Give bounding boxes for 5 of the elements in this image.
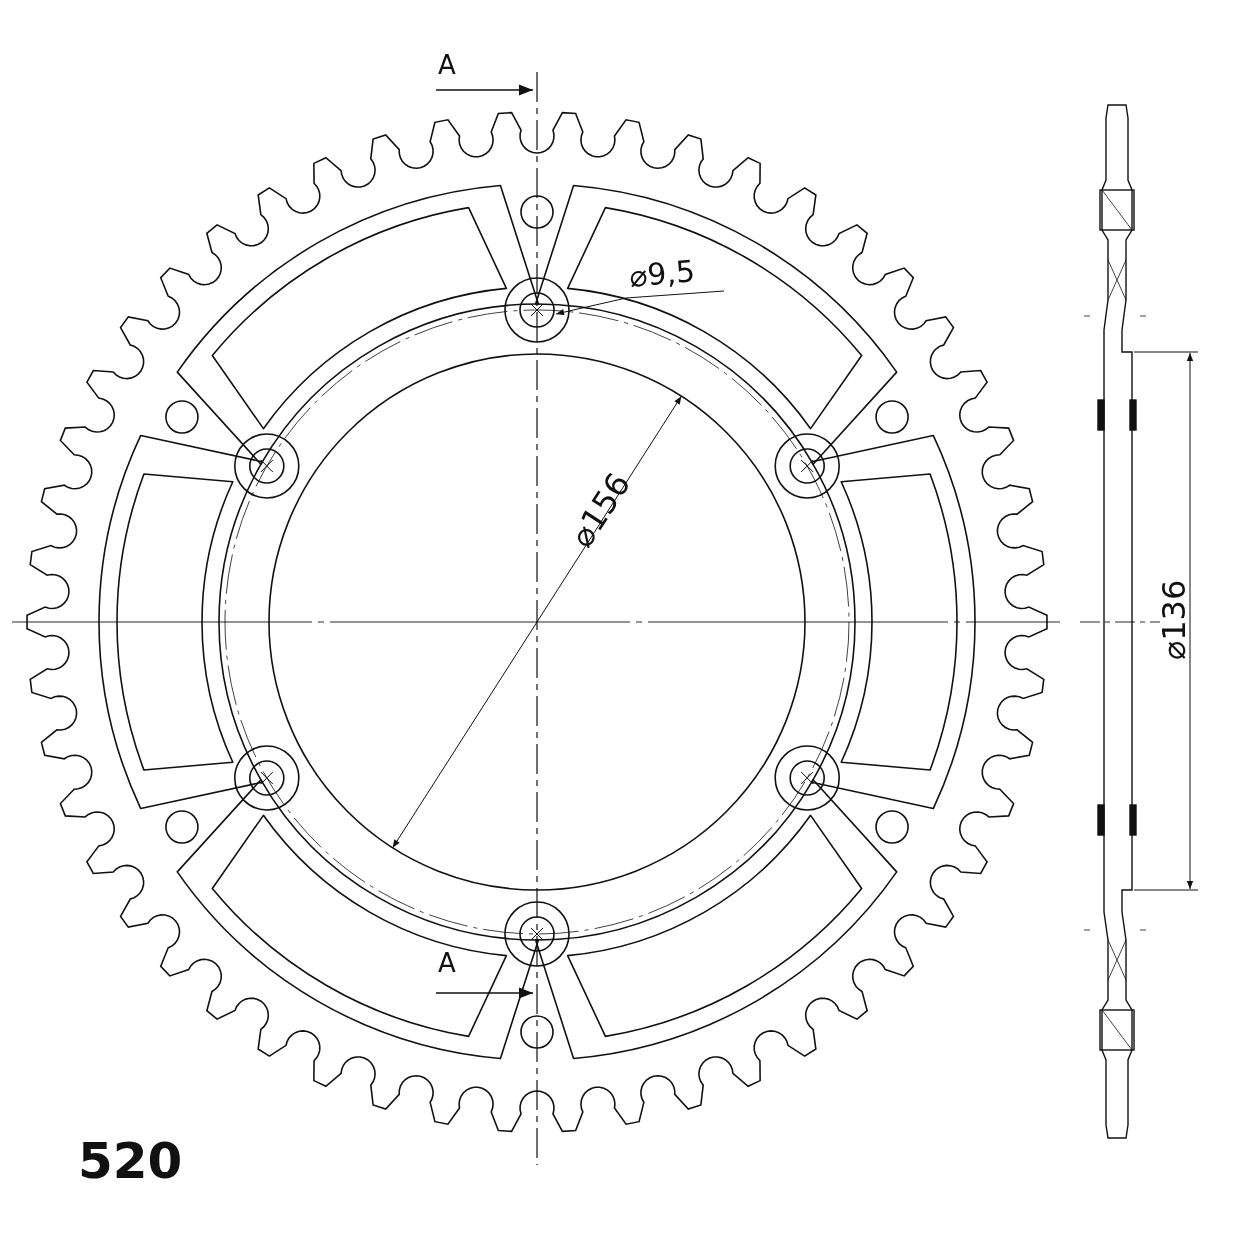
pitch-label: 520 [78,1136,183,1186]
section-label: A [438,52,456,78]
dimension-label: ⌀9,5 [628,256,697,292]
section-label: A [438,950,456,976]
dimension-label: ⌀136 [1158,579,1190,660]
